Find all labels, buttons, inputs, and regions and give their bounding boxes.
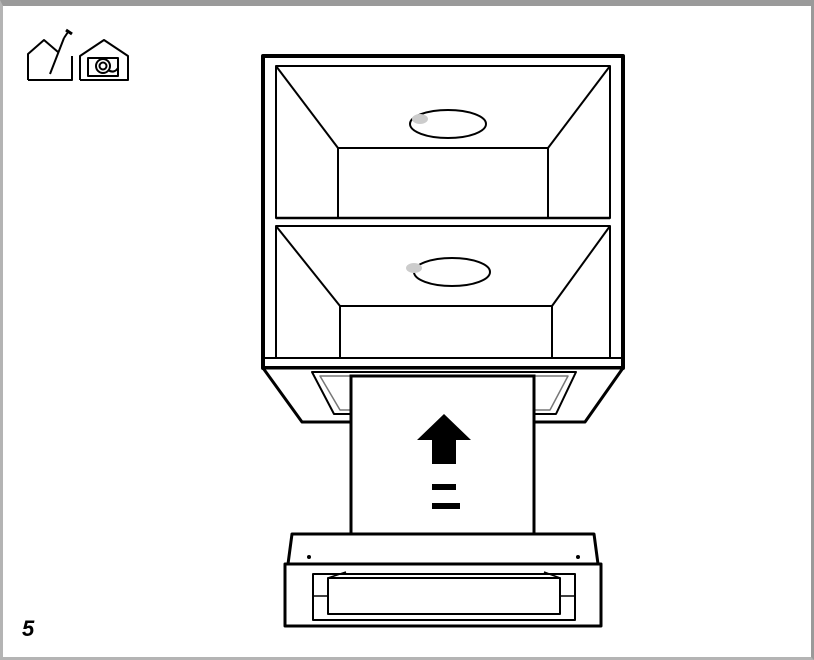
wall-cabinet [261, 54, 625, 370]
house-with-cable-icon [79, 39, 129, 81]
lower-duct-hole [413, 257, 491, 287]
house-with-screwdriver-icon [27, 28, 73, 81]
upper-compartment [275, 65, 611, 219]
cooker-hood-unit [283, 532, 603, 628]
lower-compartment [275, 225, 611, 359]
upper-duct-hole [409, 109, 487, 139]
step-number: 5 [22, 616, 35, 641]
push-up-arrow-icon [417, 414, 471, 509]
